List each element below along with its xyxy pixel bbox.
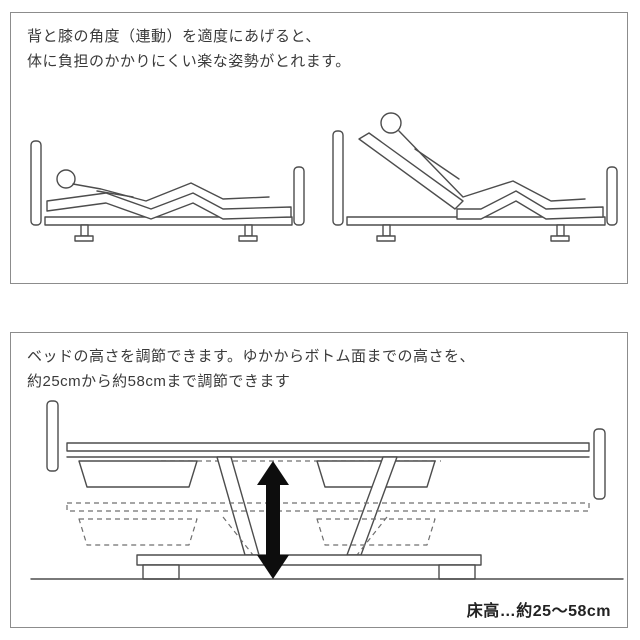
recline-illustration [30,112,618,242]
recline-caption-line2: 体に負担のかかりにくい楽な姿勢がとれます。 [27,52,351,70]
height-illustration [30,400,624,580]
base-and-floor [30,554,624,580]
recline-panel: 背と膝の角度（連動）を適度にあげると、 体に負担のかかりにくい楽な姿勢がとれます… [10,12,628,284]
recline-caption-line1: 背と膝の角度（連動）を適度にあげると、 [27,28,321,45]
height-caption-line2: 約25cmから約58cmまで調節できます [27,372,291,390]
bed-lowered-position-ghost [66,502,590,556]
height-caption-line1: ベッドの高さを調節できます。ゆかからボトム面までの高さを、 [27,348,476,365]
side-rails [46,400,606,500]
height-range-arrow [257,461,289,579]
height-panel: ベッドの高さを調節できます。ゆかからボトム面までの高さを、 約25cmから約58… [10,332,628,628]
bed-reclined-illustration [332,112,618,242]
bed-flat-illustration [30,140,305,242]
bed-raised-position [66,442,590,556]
floor-height-label: 床高…約25～58cm [466,603,611,620]
